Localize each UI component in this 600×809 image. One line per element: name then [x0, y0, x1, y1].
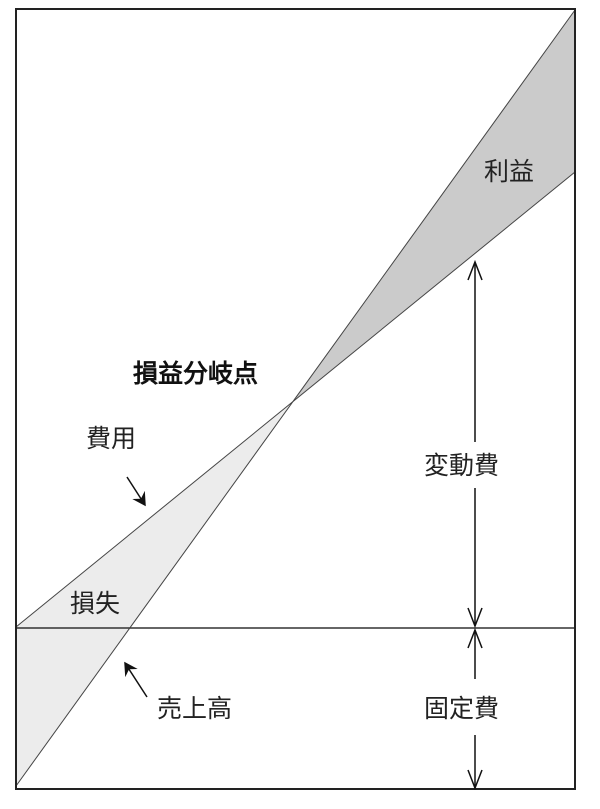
variable-cost-arrow	[467, 259, 483, 629]
sales-pointer-arrow	[124, 661, 148, 698]
fixed-cost-arrow	[467, 627, 483, 791]
fixed-cost-label: 固定費	[424, 694, 499, 723]
sales-line	[15, 9, 576, 787]
variable-cost-label: 変動費	[424, 451, 499, 480]
sales-label: 売上高	[157, 694, 232, 723]
profit-label: 利益	[484, 157, 534, 186]
chart-frame	[15, 8, 576, 790]
break-even-point-label: 損益分岐点	[133, 359, 258, 388]
cost-label: 費用	[86, 424, 136, 453]
loss-label: 損失	[70, 589, 120, 618]
cost-pointer-arrow	[126, 476, 146, 507]
cost-line	[15, 171, 576, 628]
